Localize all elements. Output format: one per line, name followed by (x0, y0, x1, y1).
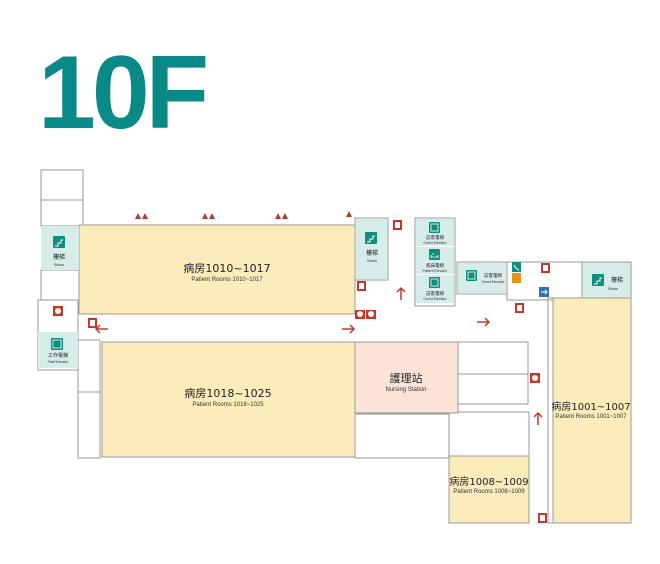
bed-elevator-icon (429, 249, 440, 260)
room-1001-label: 病房1001~1007 (551, 400, 630, 413)
room-1001-sublabel: Patient Rooms 1001~1007 (555, 414, 627, 420)
triangle-markers (135, 211, 352, 219)
floor-title: 10F (38, 35, 209, 151)
stairs-icon (53, 236, 65, 248)
stairs-left[interactable]: 樓梯 Stairs (41, 226, 79, 270)
nursing-station[interactable] (354, 341, 459, 414)
fire-alarm-icons (53, 306, 540, 383)
staff-elevator-label: 工作電梯 (48, 352, 68, 359)
stairs-right-sublabel: Stairs (608, 286, 618, 291)
stairs-mid[interactable]: 樓梯 Stairs (356, 219, 387, 279)
stairs-mid-sublabel: Stairs (367, 258, 377, 263)
guest-elevator-3-sublabel: Guest Elevator (481, 280, 505, 284)
stairs-right-label: 樓梯 (611, 276, 623, 284)
phone-icon (512, 262, 521, 272)
room-1018-1025[interactable] (101, 341, 356, 458)
stairs-left-label: 樓梯 (53, 253, 65, 261)
guest-elevator-2-sublabel: Guest Elevator (423, 297, 447, 301)
elevator-icon (466, 270, 477, 281)
room-1018-label: 病房1018~1025 (184, 386, 271, 400)
stairs-right[interactable]: 樓梯 Stairs (581, 261, 632, 299)
guest-elevator-3[interactable]: 訪客電梯 Guest Elevator (458, 263, 506, 293)
water-icon (512, 273, 521, 283)
nursing-sublabel: Nursing Station (385, 387, 426, 393)
guest-elevator-1-sublabel: Guest Elevator (423, 241, 447, 245)
guest-elevator-3-label: 訪客電梯 (484, 272, 502, 279)
room-1008-label: 病房1008~1009 (449, 475, 528, 488)
nursing-label: 護理站 (390, 371, 423, 385)
elevator-icon (429, 222, 440, 233)
guest-elevator-2-label: 訪客電梯 (426, 290, 444, 297)
stairs-icon (365, 232, 377, 244)
stairs-icon (592, 274, 604, 286)
staff-elevator[interactable]: 工作電梯 Staff Elevator (38, 332, 78, 368)
direction-arrows (94, 286, 543, 425)
stairs-mid-label: 樓梯 (366, 249, 378, 257)
room-1008-sublabel: Patient Rooms 1008~1009 (453, 489, 525, 495)
room-1010-1017[interactable] (78, 224, 356, 315)
fire-hydrant-icons (88, 220, 550, 523)
bed-elevator[interactable]: 病床電梯 Patient Elevator (416, 247, 454, 274)
room-1001-1007[interactable] (552, 297, 632, 524)
room-1010-label: 病房1010~1017 (183, 261, 270, 275)
guest-elevator-2[interactable]: 訪客電梯 Guest Elevator (416, 275, 454, 303)
guest-elevator-1-label: 訪客電梯 (426, 234, 444, 241)
bed-elevator-label: 病床電梯 (426, 262, 444, 269)
room-1018-sublabel: Patient Rooms 1018~1025 (192, 402, 264, 408)
elevator-icon (51, 338, 63, 350)
stairs-left-sublabel: Stairs (54, 262, 64, 267)
room-1010-sublabel: Patient Rooms 1010~1017 (191, 277, 263, 283)
elevator-icon (429, 277, 440, 288)
bed-elevator-sublabel: Patient Elevator (423, 269, 449, 273)
guest-elevator-1[interactable]: 訪客電梯 Guest Elevator (416, 219, 454, 246)
staff-elevator-sublabel: Staff Elevator (48, 360, 70, 364)
room-1008-1009[interactable] (448, 455, 530, 524)
